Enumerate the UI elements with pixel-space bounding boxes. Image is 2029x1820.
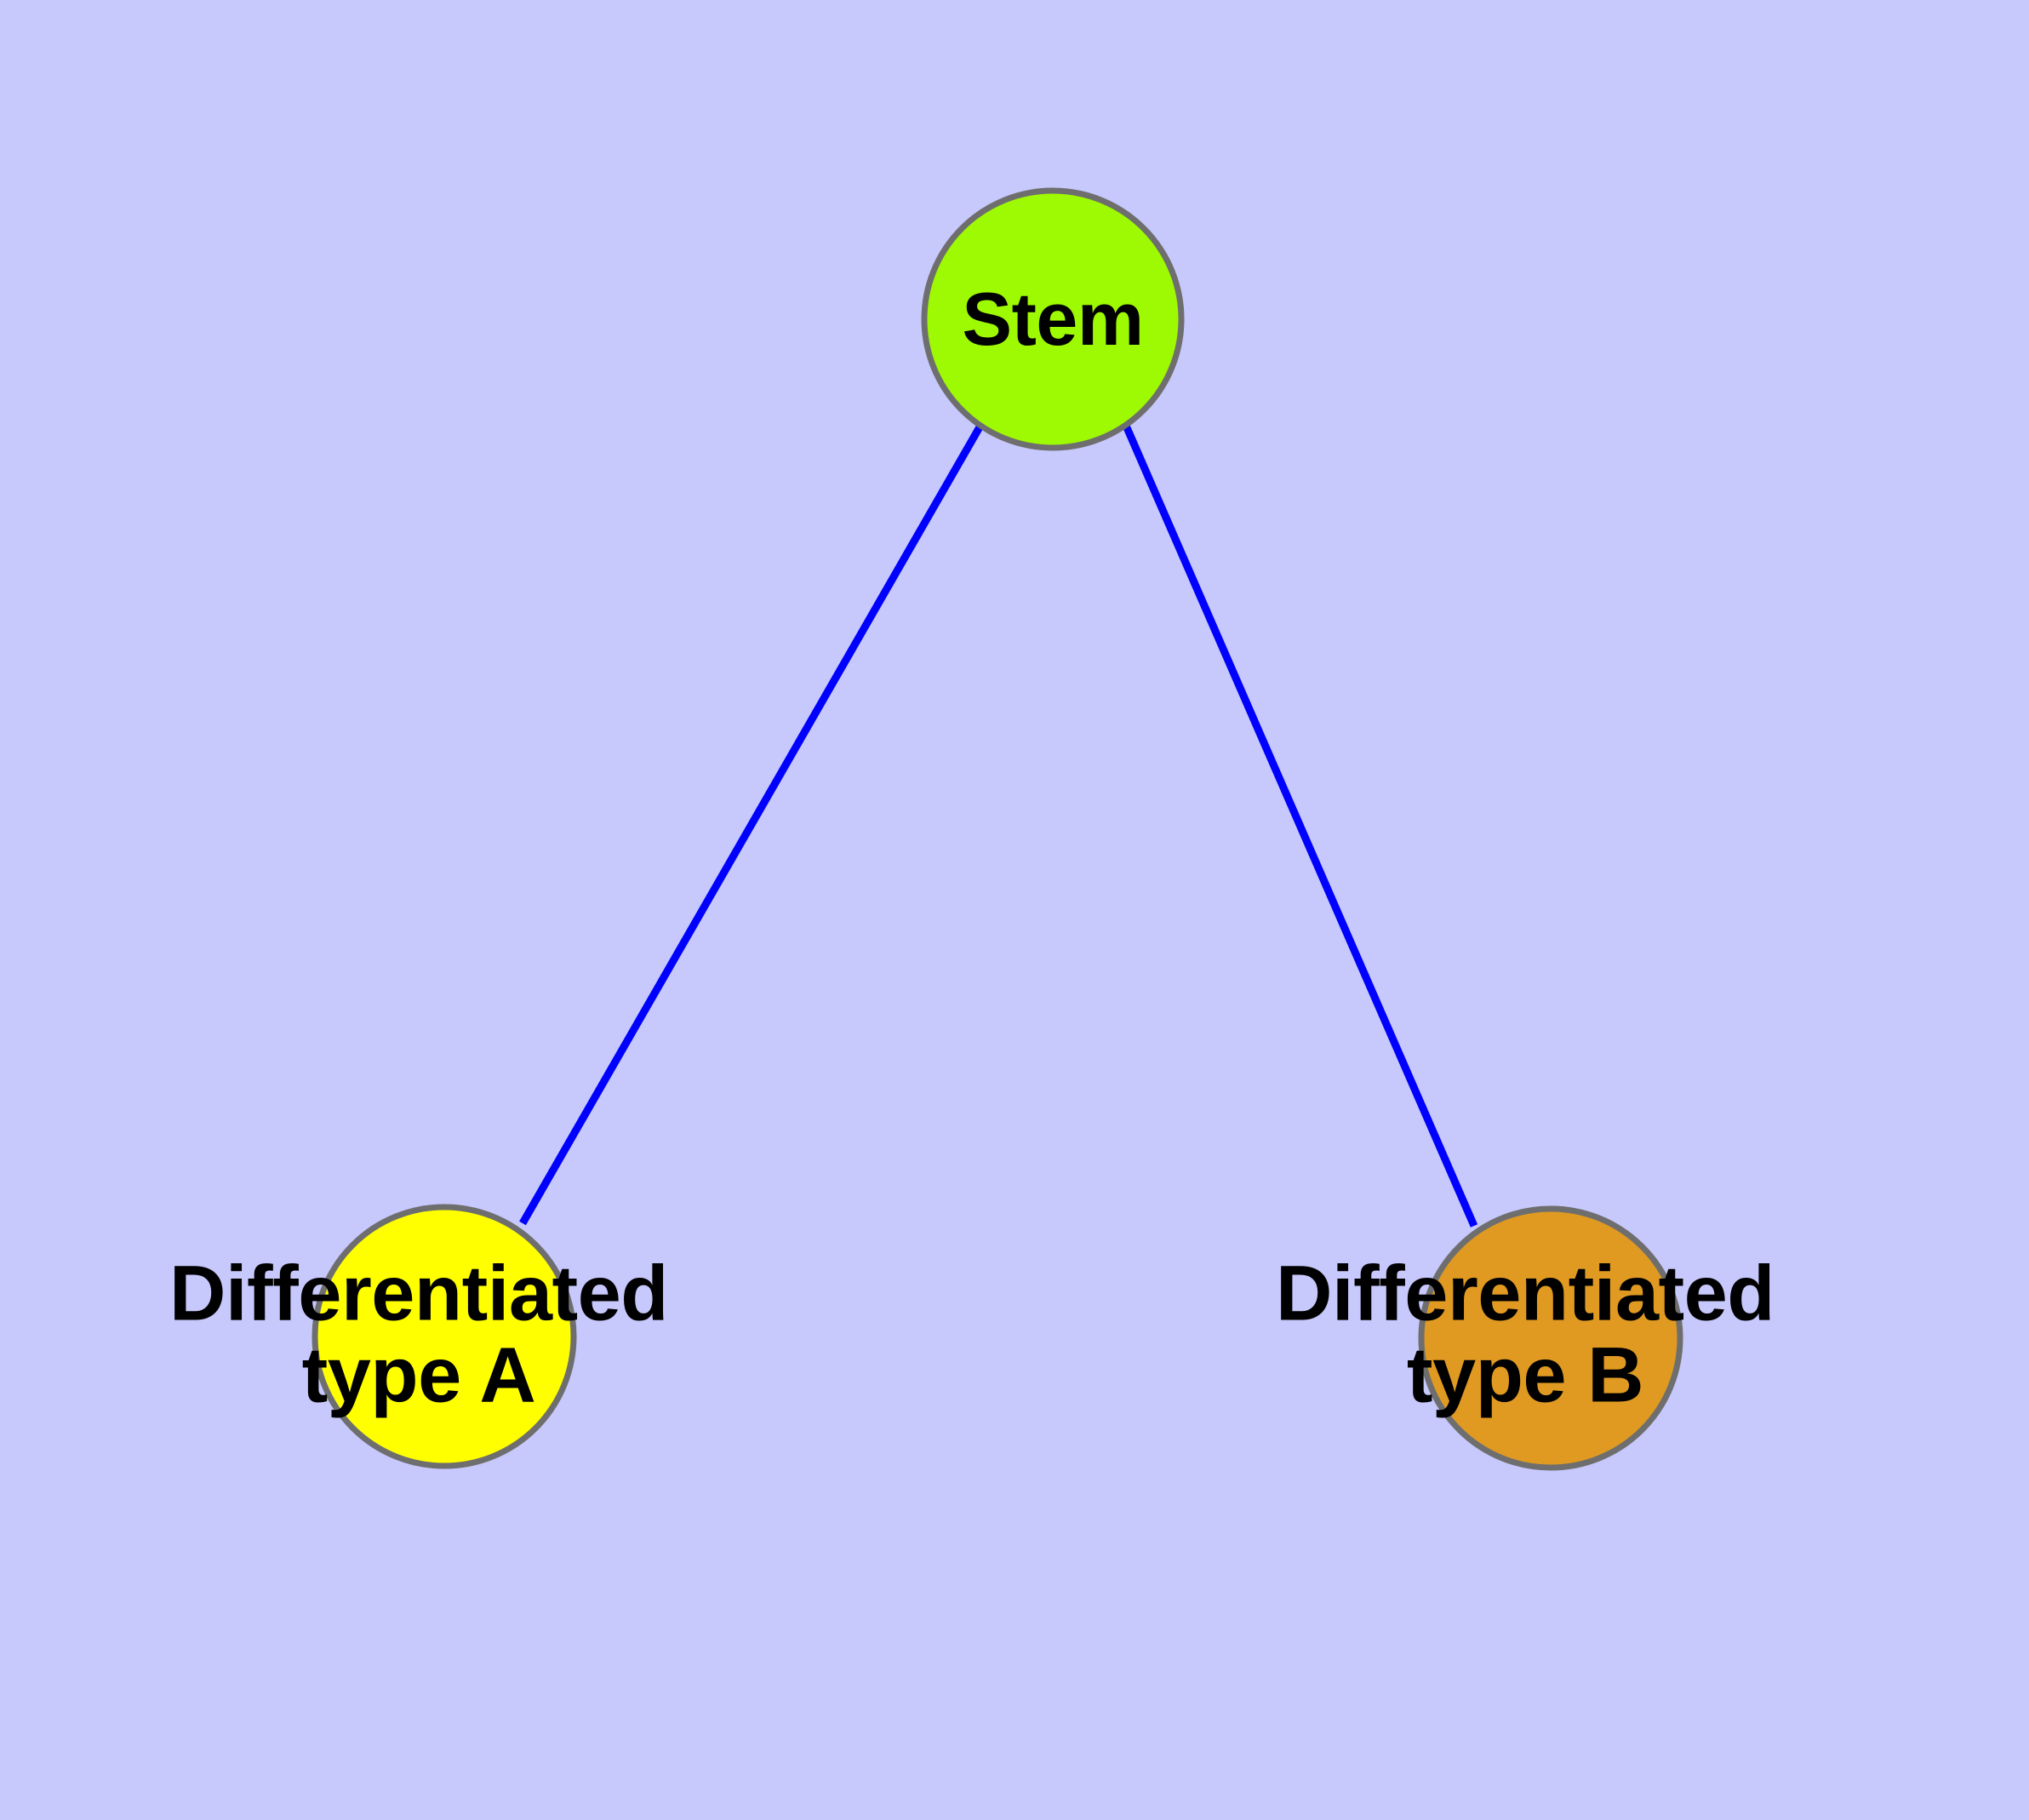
node-layer (311, 187, 1683, 1471)
edge-layer (519, 423, 1478, 1228)
edge-stem-to-type-b[interactable] (1122, 424, 1478, 1228)
node-stem[interactable] (921, 187, 1185, 451)
edge-stem-to-type-a[interactable] (519, 423, 984, 1226)
node-differentiated-type-a[interactable] (311, 1204, 577, 1469)
node-differentiated-type-b[interactable] (1418, 1205, 1683, 1471)
